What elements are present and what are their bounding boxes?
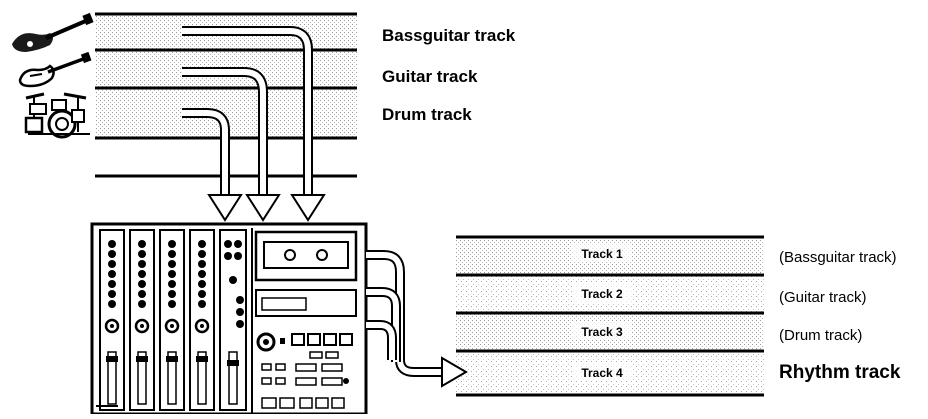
destination-tape-panel: Track 1 Track 2 Track 3 Track 4 <box>456 235 764 397</box>
source-label-drum: Drum track <box>382 105 472 124</box>
track-label: Track 3 <box>581 325 623 339</box>
electric-guitar-icon <box>18 51 92 88</box>
multitrack-recorder-icon <box>90 222 368 416</box>
track-label: Track 4 <box>581 366 623 380</box>
track-note: (Guitar track) <box>779 289 867 306</box>
track-note: (Bassguitar track) <box>779 249 897 266</box>
track-label: Track 2 <box>581 287 623 301</box>
track-note-rhythm: Rhythm track <box>779 362 901 383</box>
source-arrows <box>182 26 326 222</box>
source-label-bassguitar: Bassguitar track <box>382 26 516 45</box>
bounce-arrows <box>366 250 468 388</box>
bass-guitar-icon <box>12 12 94 52</box>
track-label: Track 1 <box>581 247 623 261</box>
drum-kit-icon <box>24 92 90 139</box>
source-label-guitar: Guitar track <box>382 67 478 86</box>
track-note: (Drum track) <box>779 327 863 344</box>
